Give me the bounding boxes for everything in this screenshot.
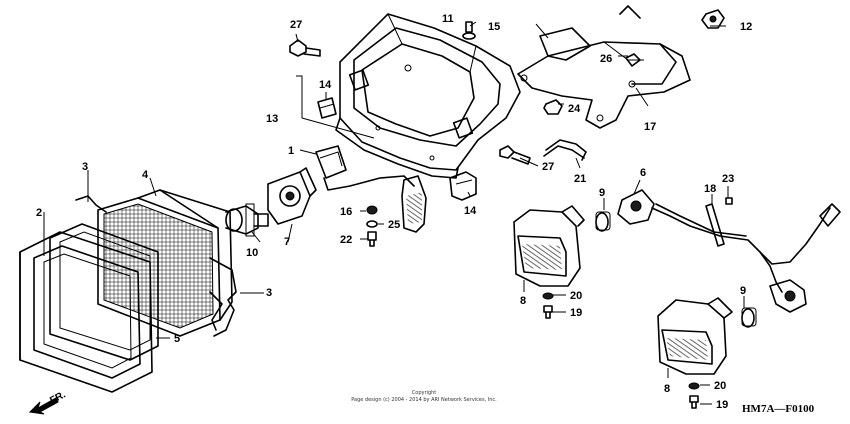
socket-connector bbox=[315, 145, 427, 233]
callout-23: 23 bbox=[722, 173, 734, 185]
callout-4: 4 bbox=[142, 169, 149, 181]
callout-20-upper: 20 bbox=[570, 290, 582, 302]
copyright-text: Page design (c) 2004 - 2014 by ARI Netwo… bbox=[351, 397, 497, 403]
socket-harness bbox=[617, 189, 841, 313]
callout-18: 18 bbox=[704, 183, 716, 195]
nut-24 bbox=[543, 99, 563, 115]
callout-10: 10 bbox=[246, 247, 258, 259]
callout-11: 11 bbox=[442, 13, 454, 25]
callout-14-lower: 14 bbox=[464, 205, 477, 217]
callout-8-upper: 8 bbox=[520, 295, 526, 307]
bolt-11 bbox=[462, 21, 476, 40]
grommet-lower bbox=[449, 171, 477, 201]
callout-14-upper: 14 bbox=[319, 79, 332, 91]
callout-9-lower: 9 bbox=[740, 285, 746, 297]
screw-16 bbox=[366, 205, 378, 215]
callout-3-upper: 3 bbox=[82, 161, 88, 173]
screw-23 bbox=[725, 197, 733, 205]
callout-13: 13 bbox=[266, 113, 278, 125]
callout-27-lower: 27 bbox=[542, 161, 554, 173]
clamp-18 bbox=[705, 203, 725, 247]
callout-9-upper: 9 bbox=[599, 187, 605, 199]
callout-7: 7 bbox=[284, 236, 290, 248]
leader-lines bbox=[43, 21, 745, 405]
bolt-27-upper bbox=[289, 39, 321, 57]
nut-20-lower bbox=[688, 382, 700, 390]
screw-19-lower bbox=[689, 395, 699, 409]
callout-1: 1 bbox=[288, 145, 294, 157]
callout-16: 16 bbox=[340, 206, 352, 218]
callout-5: 5 bbox=[174, 333, 180, 345]
callout-8-lower: 8 bbox=[664, 383, 670, 395]
callout-2: 2 bbox=[36, 207, 42, 219]
callout-12: 12 bbox=[740, 21, 752, 33]
bulb-12 bbox=[701, 9, 725, 29]
callout-20-lower: 20 bbox=[714, 380, 726, 392]
callout-19-upper: 19 bbox=[570, 307, 582, 319]
position-lamp-upper bbox=[513, 205, 585, 287]
callout-24: 24 bbox=[568, 103, 581, 115]
callout-22: 22 bbox=[340, 234, 352, 246]
bulb-9-lower bbox=[741, 307, 757, 328]
headlight-gasket bbox=[49, 223, 159, 361]
callout-25: 25 bbox=[388, 219, 400, 231]
position-lamp-lower bbox=[657, 297, 733, 375]
callout-6: 6 bbox=[640, 167, 646, 179]
front-label: FR. bbox=[48, 389, 68, 406]
screw-22 bbox=[367, 231, 377, 247]
headlight-rim bbox=[19, 231, 153, 393]
callout-21: 21 bbox=[574, 173, 586, 185]
front-direction-arrow: FR. bbox=[28, 389, 68, 415]
washer-25 bbox=[366, 220, 378, 228]
bolt-27-lower bbox=[499, 145, 531, 165]
headlight-stay bbox=[517, 5, 691, 129]
copyright-title: Copyright bbox=[412, 390, 436, 396]
callout-26: 26 bbox=[600, 53, 612, 65]
nut-20-upper bbox=[542, 292, 554, 300]
headlight-case bbox=[335, 13, 521, 179]
grommet-upper bbox=[317, 97, 337, 119]
bolt-26 bbox=[625, 53, 641, 67]
bulb-9-upper bbox=[595, 211, 611, 232]
headlight-unit bbox=[97, 189, 233, 337]
callout-15: 15 bbox=[488, 21, 500, 33]
callout-3-lower: 3 bbox=[266, 287, 272, 299]
screw-19-upper bbox=[543, 305, 553, 319]
bulb-socket bbox=[267, 167, 317, 225]
callout-17: 17 bbox=[644, 121, 656, 133]
callout-labels: 1 2 3 3 4 5 6 7 8 8 9 9 10 11 12 13 14 1… bbox=[36, 13, 752, 411]
retaining-spring bbox=[75, 195, 237, 337]
callout-27-upper: 27 bbox=[290, 19, 302, 31]
bracket-21 bbox=[543, 139, 587, 161]
headlight-bulb bbox=[225, 203, 269, 237]
callout-19-lower: 19 bbox=[716, 399, 728, 411]
diagram-code: HM7A—F0100 bbox=[742, 403, 815, 415]
